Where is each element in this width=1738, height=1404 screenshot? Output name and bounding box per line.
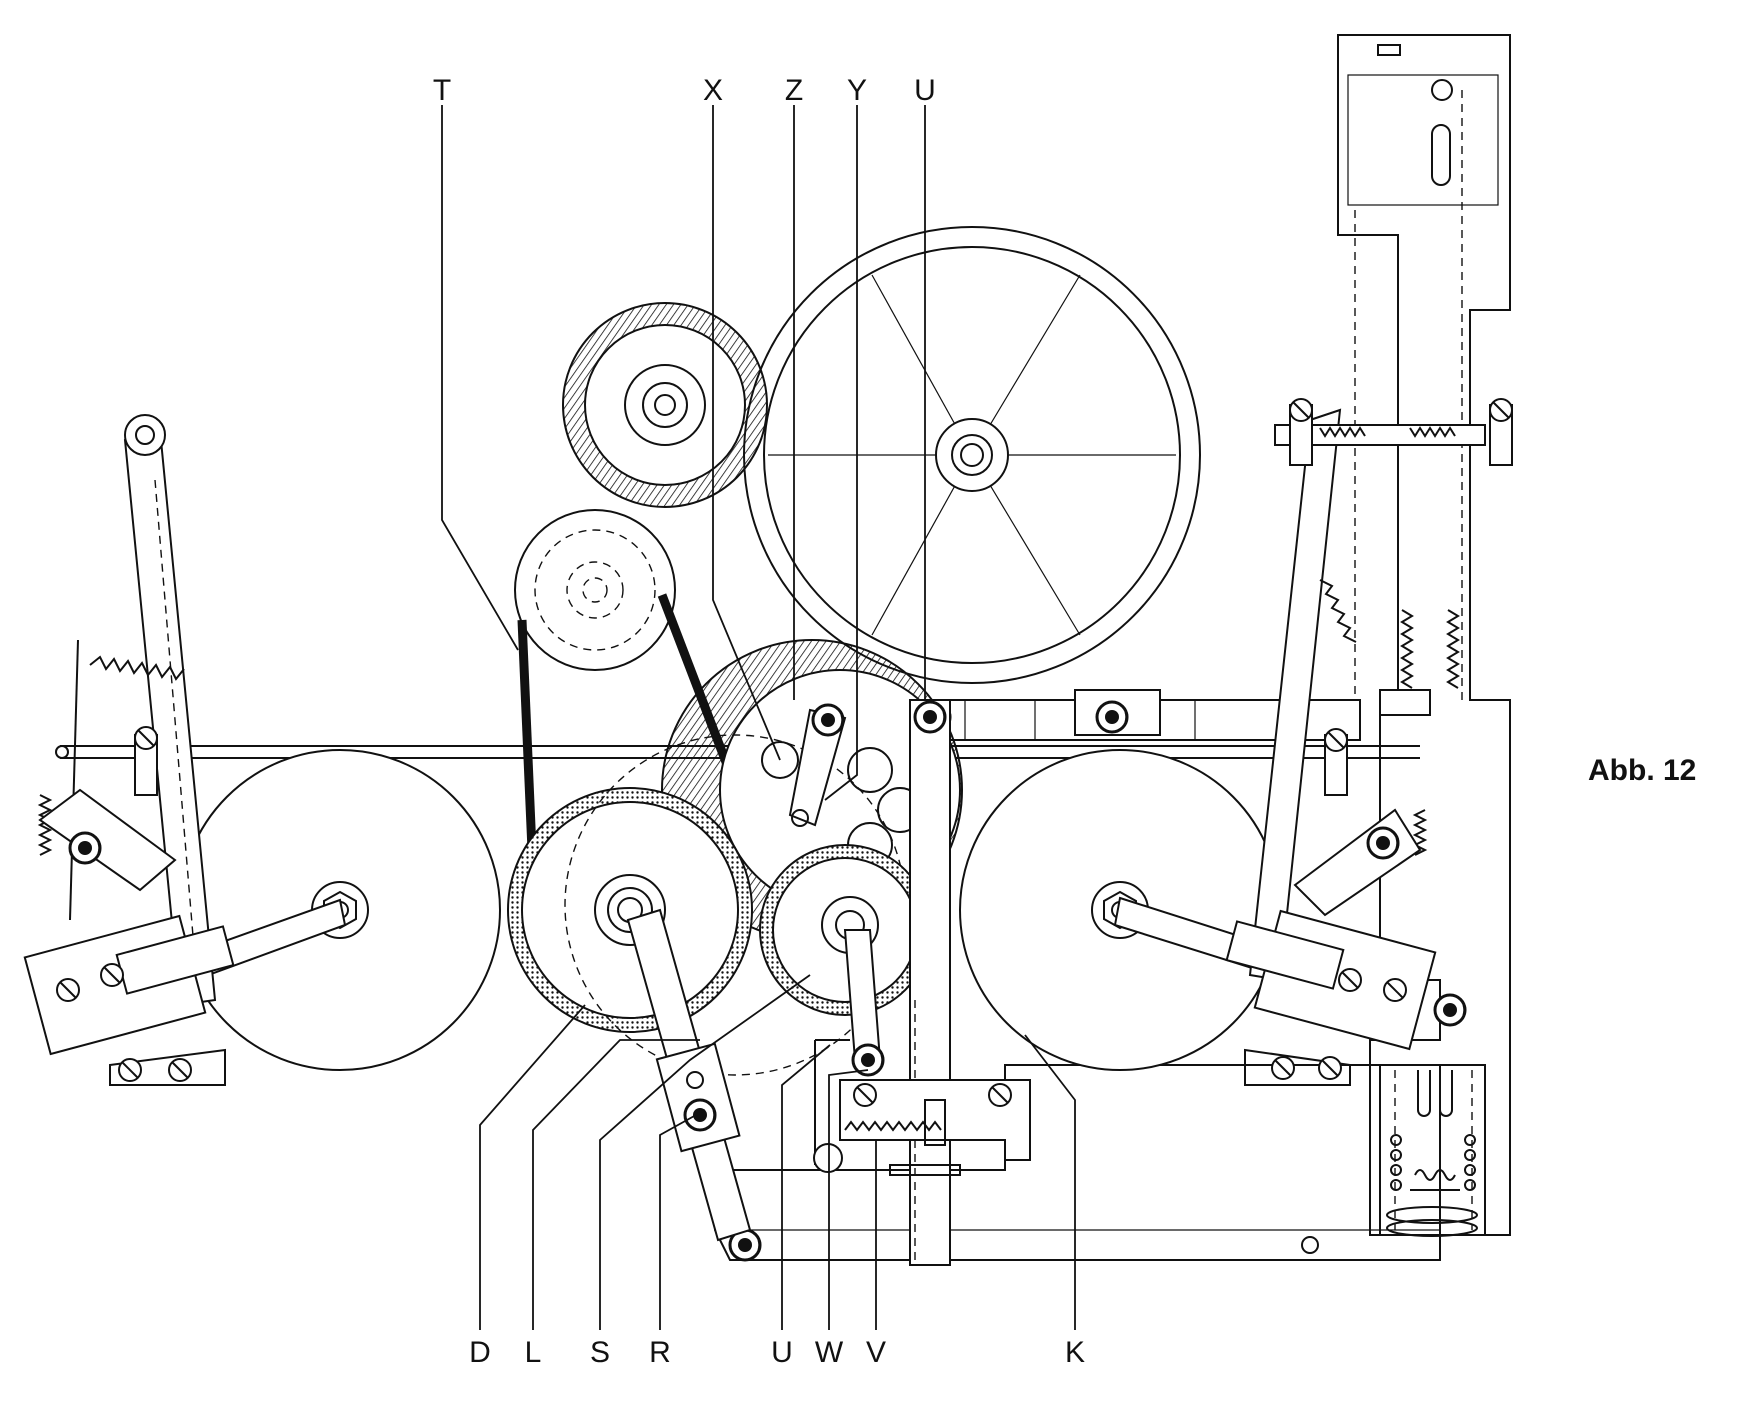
leader-lines — [441, 105, 1076, 1330]
label-z: Z — [785, 74, 803, 107]
figure-caption: Abb. 12 — [1588, 754, 1696, 787]
base-plate — [714, 1064, 1441, 1262]
label-d: D — [469, 1336, 491, 1369]
capstan-wheel — [507, 787, 753, 1033]
label-s: S — [590, 1336, 610, 1369]
label-x: X — [703, 74, 723, 107]
label-y: Y — [847, 74, 867, 107]
label-t: T — [433, 74, 451, 107]
part-labels: T X Z Y U D L S R U W V K — [433, 74, 1085, 1369]
tension-lever — [788, 703, 847, 827]
spring-bracket — [813, 1079, 1031, 1176]
left-brake-block — [23, 726, 235, 1086]
label-k: K — [1065, 1336, 1085, 1369]
label-l: L — [525, 1336, 542, 1369]
label-r: R — [649, 1336, 671, 1369]
label-w: W — [815, 1336, 844, 1369]
right-frame — [1337, 34, 1511, 1237]
label-u-bottom: U — [771, 1336, 793, 1369]
right-brake-block — [1225, 808, 1437, 1086]
label-v: V — [866, 1336, 886, 1369]
idler-link — [814, 929, 885, 1165]
label-u-top: U — [914, 74, 936, 107]
left-arm — [37, 414, 217, 1007]
belt-pulley — [514, 509, 676, 671]
rubber-roller — [562, 302, 768, 508]
slide-bar — [909, 699, 951, 1266]
spoked-flywheel — [743, 226, 1201, 684]
